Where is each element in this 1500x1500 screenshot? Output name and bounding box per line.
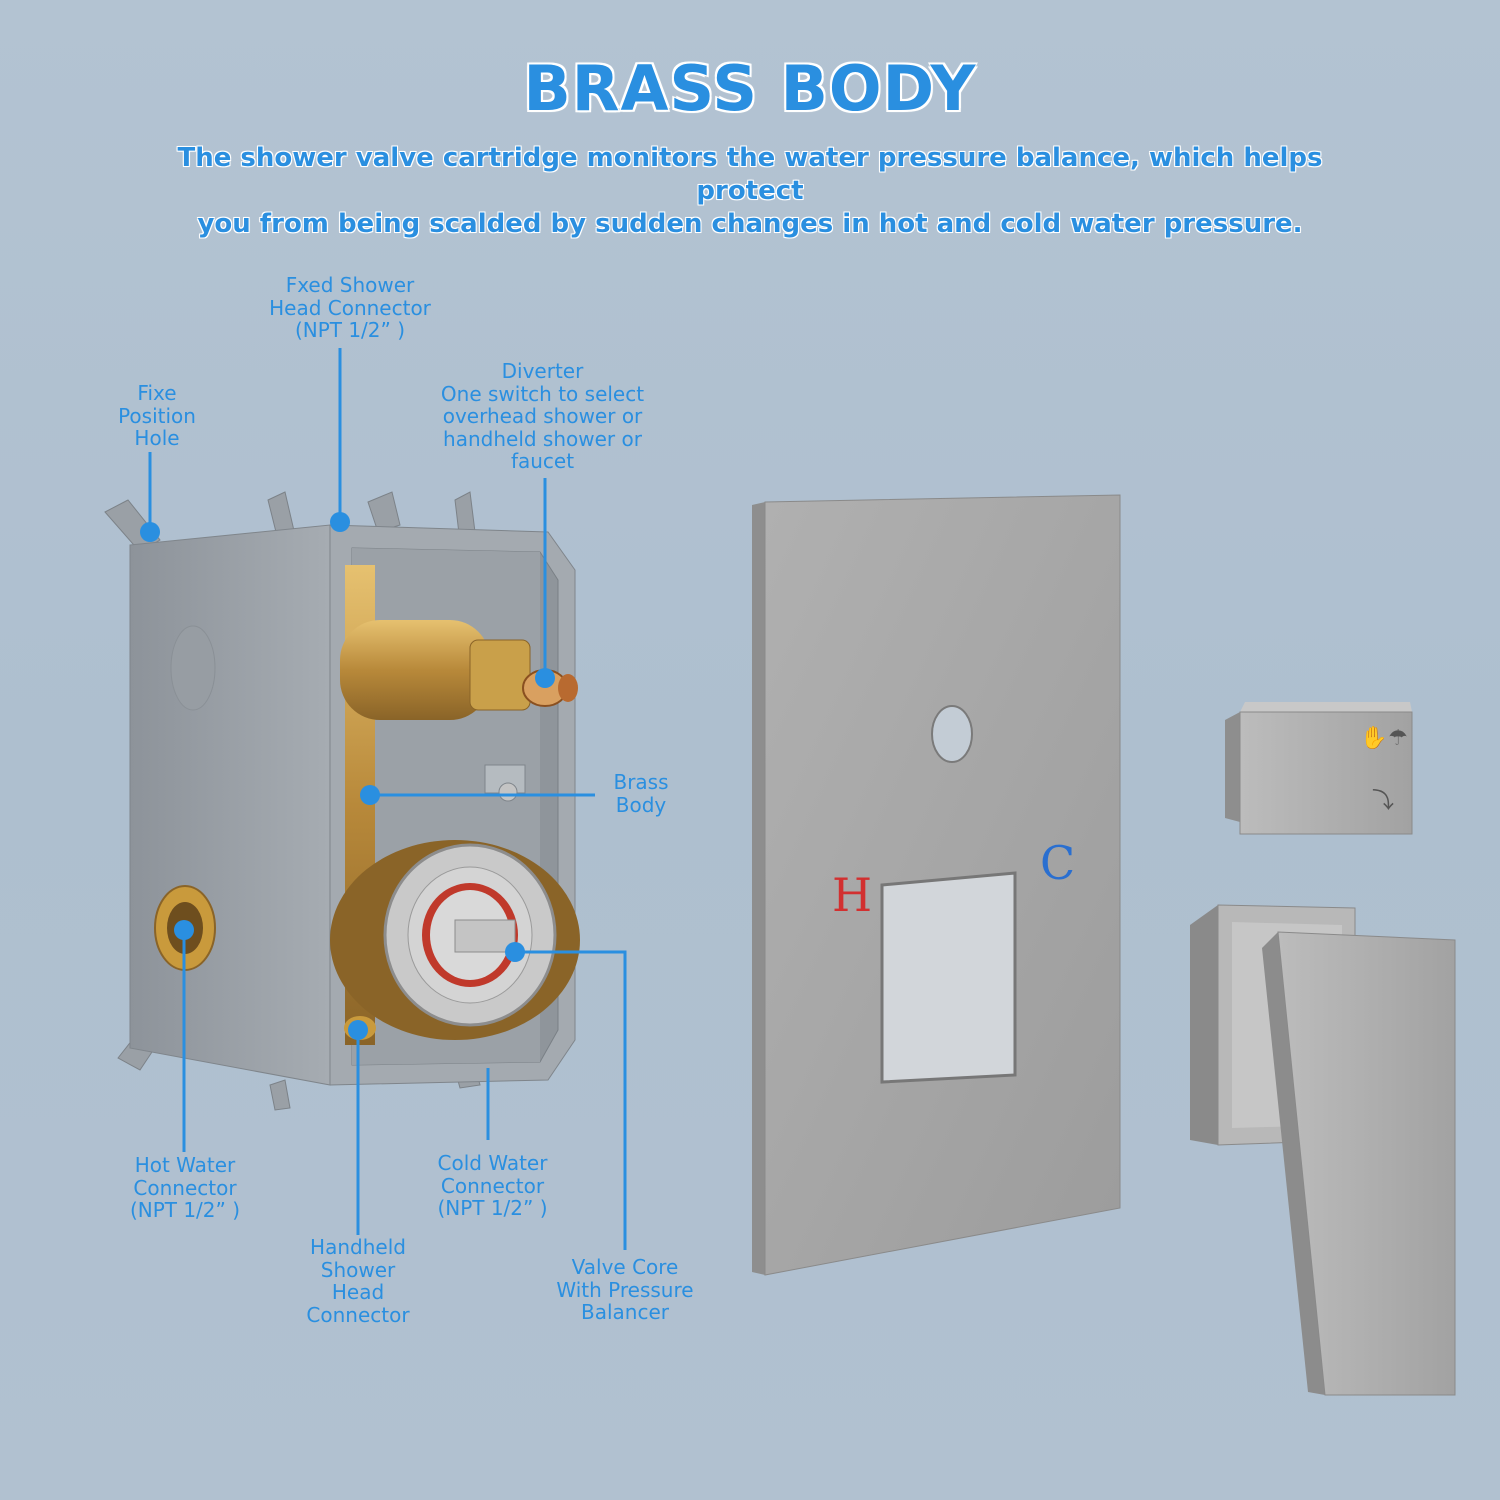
page-title: BRASS BODY: [523, 52, 977, 125]
label-cold-water-connector: Cold Water Connector (NPT 1/2” ): [437, 1151, 548, 1220]
label-fixed-shower-head-connector: Fxed Shower Head Connector (NPT 1/2” ): [269, 273, 431, 342]
leader-dots: [140, 512, 555, 1040]
overhead-shower-icon: ☂: [1388, 726, 1408, 751]
hot-mark: H: [832, 868, 873, 922]
valve-core: [330, 840, 580, 1040]
page-subtitle: The shower valve cartridge monitors the …: [120, 142, 1380, 241]
diverter-knob: ✋ ☂ ⤵: [1225, 702, 1413, 835]
leader-lines: [148, 348, 627, 1250]
trim-plate: [752, 494, 1121, 1276]
label-hot-water-connector: Hot Water Connector (NPT 1/2” ): [129, 1153, 241, 1222]
label-fixe-position-hole: Fixe Position Hole: [118, 381, 196, 450]
subtitle-line-2: you from being scalded by sudden changes…: [197, 209, 1303, 239]
faucet-icon: ⤵: [1372, 789, 1394, 814]
handheld-shower-icon: ✋: [1360, 725, 1387, 751]
label-valve-core: Valve Core With Pressure Balancer: [556, 1255, 694, 1324]
lever-handle: [1190, 904, 1456, 1396]
label-diverter: Diverter One switch to select overhead s…: [440, 359, 645, 473]
cold-mark: C: [1040, 836, 1076, 890]
label-handheld-shower-head-connector: Handheld Shower Head Connector: [306, 1235, 410, 1327]
bracket-screw: [498, 782, 518, 802]
label-brass-body: Brass Body: [613, 770, 669, 817]
subtitle-line-1: The shower valve cartridge monitors the …: [177, 143, 1323, 206]
diverter-hole: [931, 705, 973, 763]
handle-opening: [880, 871, 1017, 1084]
